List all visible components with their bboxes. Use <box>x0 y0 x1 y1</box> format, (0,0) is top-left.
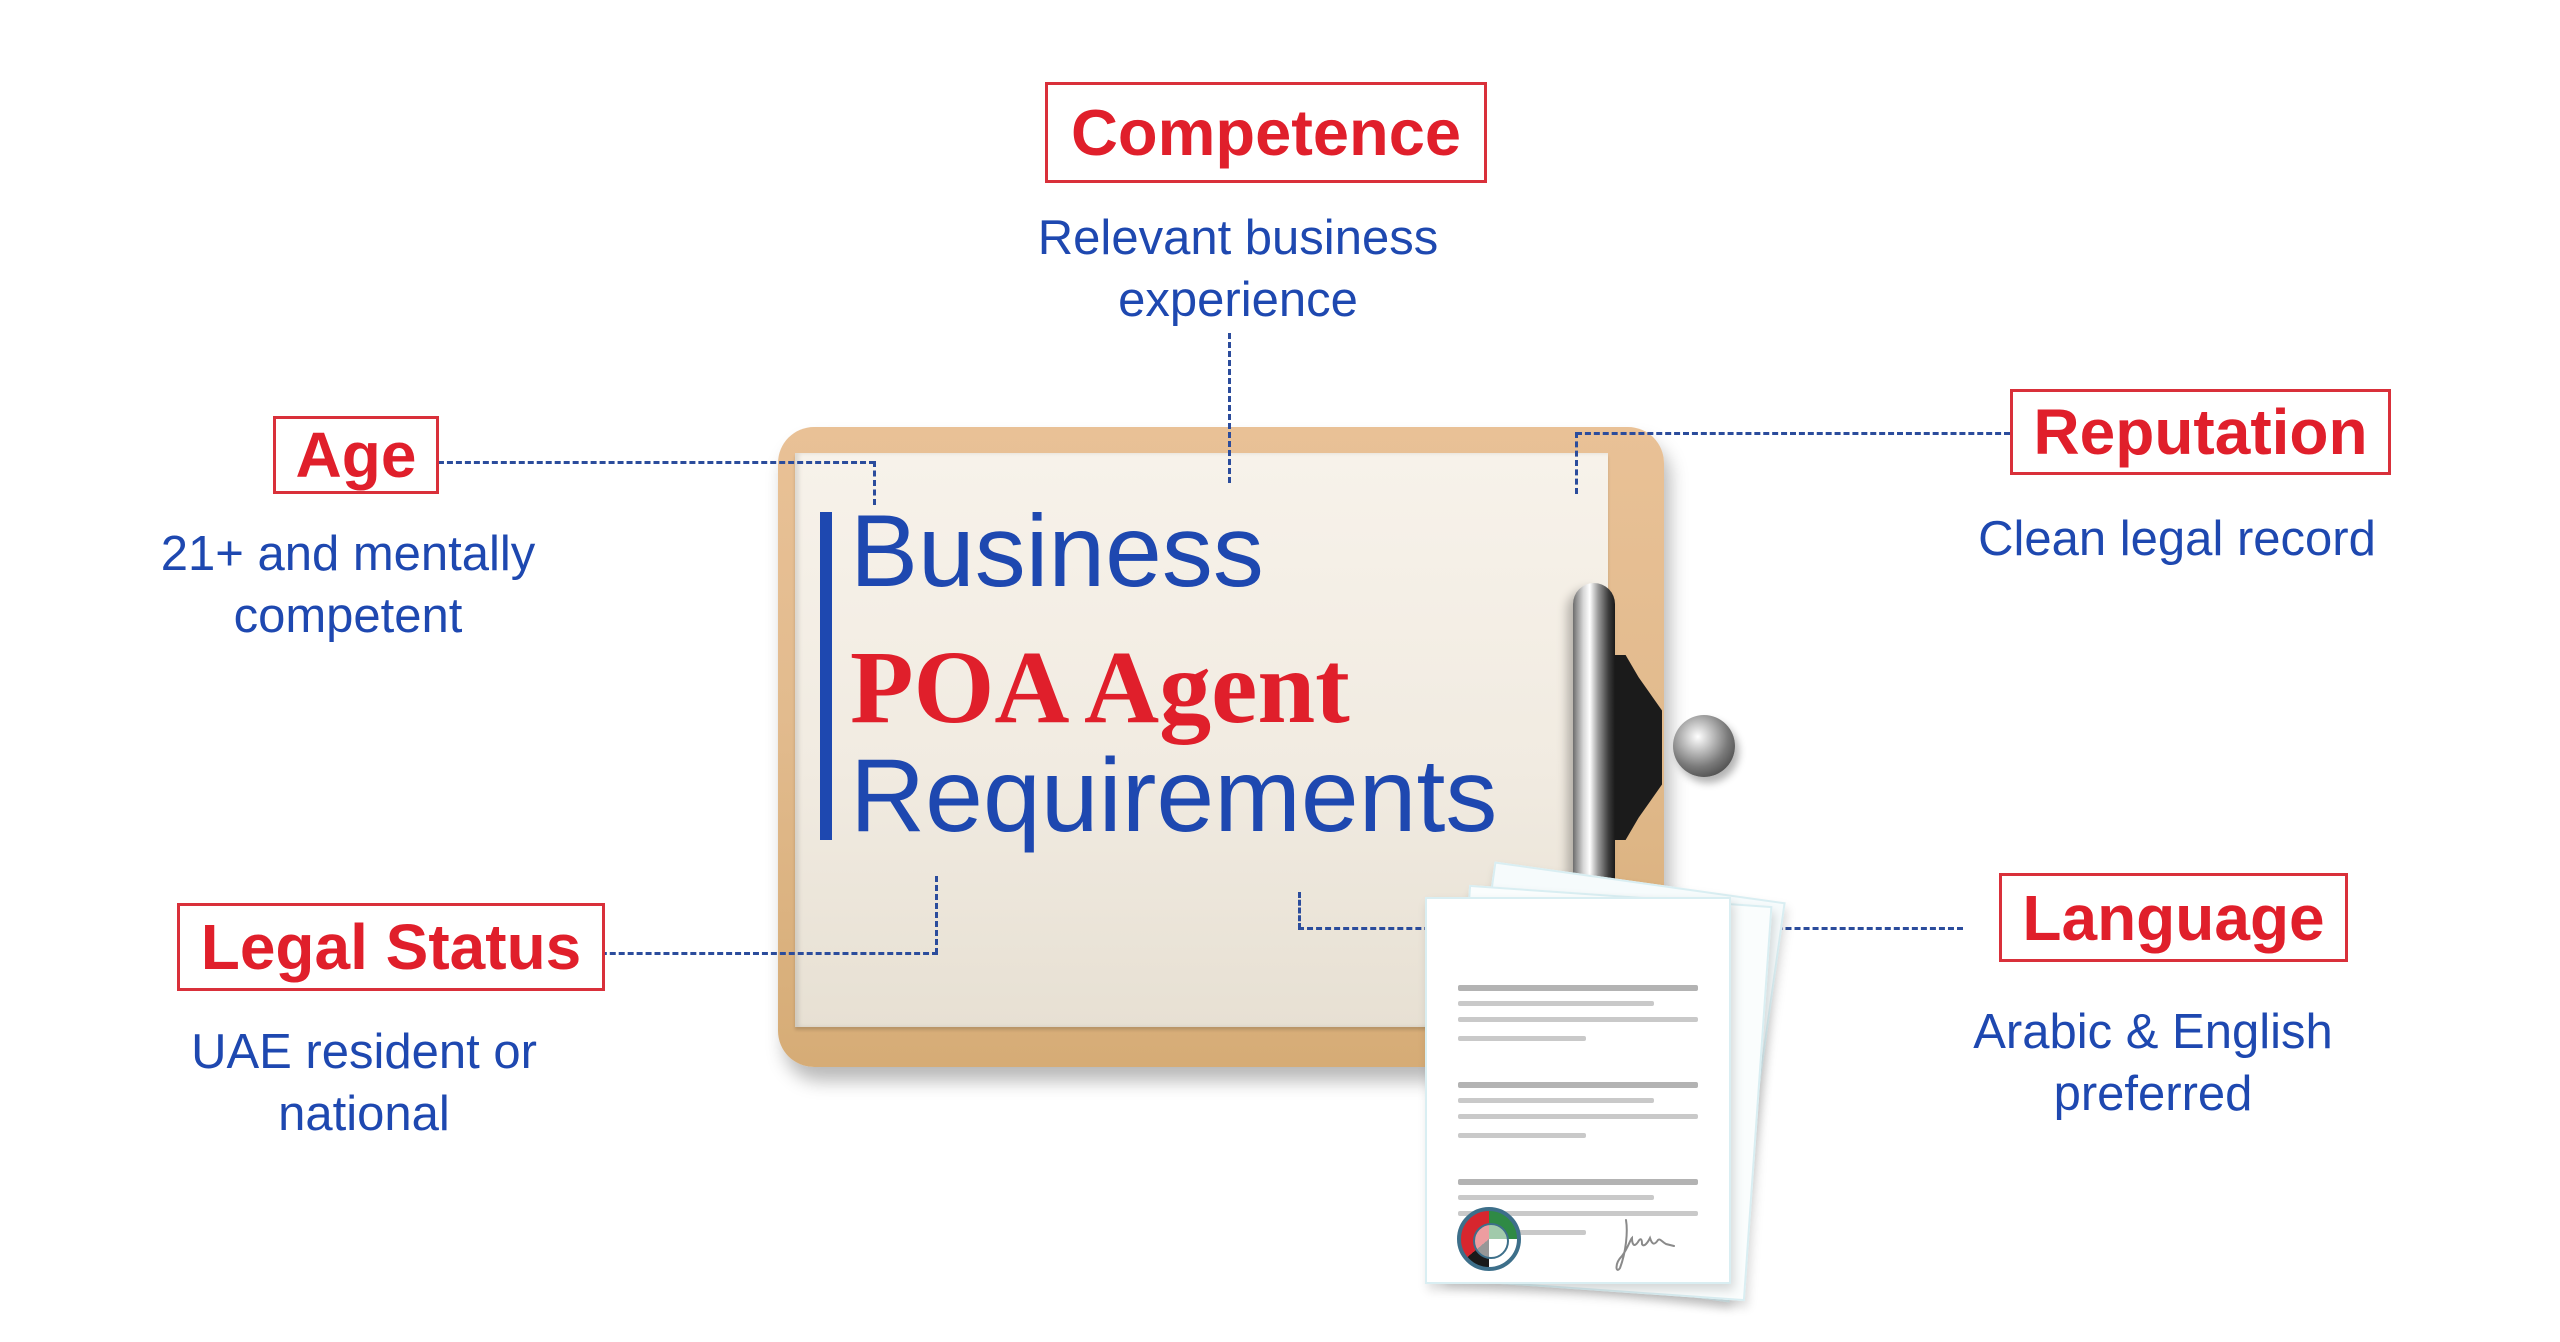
document-front-sheet <box>1425 897 1731 1284</box>
desc-reputation: Clean legal record <box>1930 508 2424 570</box>
doc-text-line <box>1458 1133 1586 1138</box>
title-accent-bar <box>820 512 832 840</box>
title-line-business: Business <box>850 494 1264 608</box>
connector-age-v <box>873 461 876 505</box>
title-line-poa-agent: POA Agent <box>850 630 1350 745</box>
label-reputation-text: Reputation <box>2033 396 2368 468</box>
label-legal-status-text: Legal Status <box>200 911 582 983</box>
label-age: Age <box>273 416 439 494</box>
clip-knob <box>1673 715 1735 777</box>
title-line-requirements: Requirements <box>850 738 1498 854</box>
signature-icon <box>1615 1219 1675 1271</box>
label-language-text: Language <box>2022 881 2325 954</box>
desc-language: Arabic & English preferred <box>1930 1001 2376 1125</box>
doc-text-line <box>1458 1017 1698 1022</box>
label-competence: Competence <box>1045 82 1487 183</box>
desc-line: preferred <box>2053 1067 2253 1121</box>
doc-text-line <box>1458 1211 1698 1216</box>
connector-language-v <box>1298 892 1301 929</box>
desc-line: Arabic & English <box>1973 1005 2333 1059</box>
desc-line: national <box>278 1087 450 1141</box>
desc-line: 21+ and mentally <box>160 527 536 581</box>
connector-legal-status-h <box>565 952 938 955</box>
uae-seal-icon <box>1457 1207 1521 1271</box>
connector-age-h <box>420 461 875 464</box>
desc-line: competent <box>233 589 463 643</box>
connector-competence <box>1228 333 1231 483</box>
clip-rod <box>1573 583 1615 883</box>
desc-line: Relevant business <box>1037 211 1439 265</box>
doc-text-line <box>1458 1230 1586 1235</box>
doc-text-line <box>1458 1098 1654 1103</box>
connector-reputation-h <box>1576 432 2010 435</box>
connector-legal-status-v <box>935 876 938 954</box>
desc-competence: Relevant business experience <box>1000 207 1476 331</box>
desc-line: experience <box>1118 273 1358 327</box>
desc-line: Clean legal record <box>1978 512 2376 566</box>
label-reputation: Reputation <box>2010 389 2391 475</box>
desc-line: UAE resident or <box>191 1025 537 1079</box>
doc-text-line <box>1458 985 1698 991</box>
doc-text-line <box>1458 1179 1698 1185</box>
connector-reputation-v <box>1575 432 1578 494</box>
label-competence-text: Competence <box>1070 96 1462 169</box>
doc-text-line <box>1458 1036 1586 1041</box>
desc-legal-status: UAE resident or national <box>140 1021 588 1145</box>
doc-text-line <box>1458 1195 1654 1200</box>
label-legal-status: Legal Status <box>177 903 605 991</box>
desc-age: 21+ and mentally competent <box>120 523 576 647</box>
doc-text-line <box>1458 1114 1698 1119</box>
label-age-text: Age <box>295 419 417 491</box>
label-language: Language <box>1999 873 2348 962</box>
doc-text-line <box>1458 1001 1654 1006</box>
doc-text-line <box>1458 1082 1698 1088</box>
